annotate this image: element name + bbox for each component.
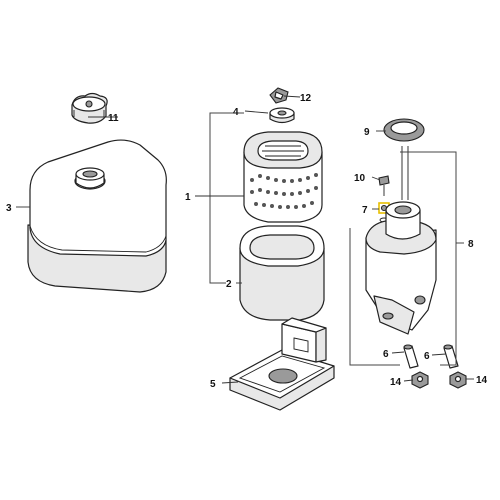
screw-part-10[interactable]	[378, 175, 390, 196]
air-cleaner-cover-part-3[interactable]	[27, 139, 167, 293]
callout-1: 1	[185, 192, 191, 203]
callout-10: 10	[354, 173, 366, 184]
callout-9: 9	[364, 127, 370, 138]
callout-12: 12	[300, 93, 312, 104]
callout-8: 8	[468, 239, 474, 250]
callout-5: 5	[210, 379, 216, 390]
stud-part-6-left[interactable]	[403, 344, 419, 369]
nut-part-14-right[interactable]	[449, 371, 467, 389]
callout-3: 3	[6, 203, 12, 214]
callout-2: 2	[226, 279, 232, 290]
nut-part-14-left[interactable]	[411, 371, 429, 389]
callout-14-right: 14	[476, 375, 488, 386]
callout-labels: 11 3 1 4 2 5 12 9 10 7 8 6 6 14 14	[6, 93, 488, 390]
bolt-part-12[interactable]	[269, 87, 289, 104]
bracket-part-1-group	[209, 112, 244, 284]
bracket-part-8-group	[349, 151, 457, 366]
callout-6-right: 6	[424, 351, 430, 362]
leader-lines	[16, 95, 474, 384]
callout-14-left: 14	[390, 377, 402, 388]
callout-7: 7	[362, 205, 368, 216]
element-assembly-part-1[interactable]	[243, 131, 323, 223]
callout-4: 4	[233, 107, 239, 118]
callout-11: 11	[108, 113, 119, 124]
filter-perforations	[250, 173, 318, 209]
intake-elbow-part-8[interactable]	[365, 146, 437, 335]
gasket-part-9[interactable]	[383, 118, 425, 142]
stud-part-6-right[interactable]	[443, 344, 459, 369]
air-cleaner-base-part-5[interactable]	[229, 317, 335, 411]
wing-nut-part-11[interactable]	[71, 92, 108, 124]
grommet-part-4[interactable]	[269, 107, 295, 124]
foam-element-part-2[interactable]	[239, 225, 325, 321]
callout-6-left: 6	[383, 349, 389, 360]
